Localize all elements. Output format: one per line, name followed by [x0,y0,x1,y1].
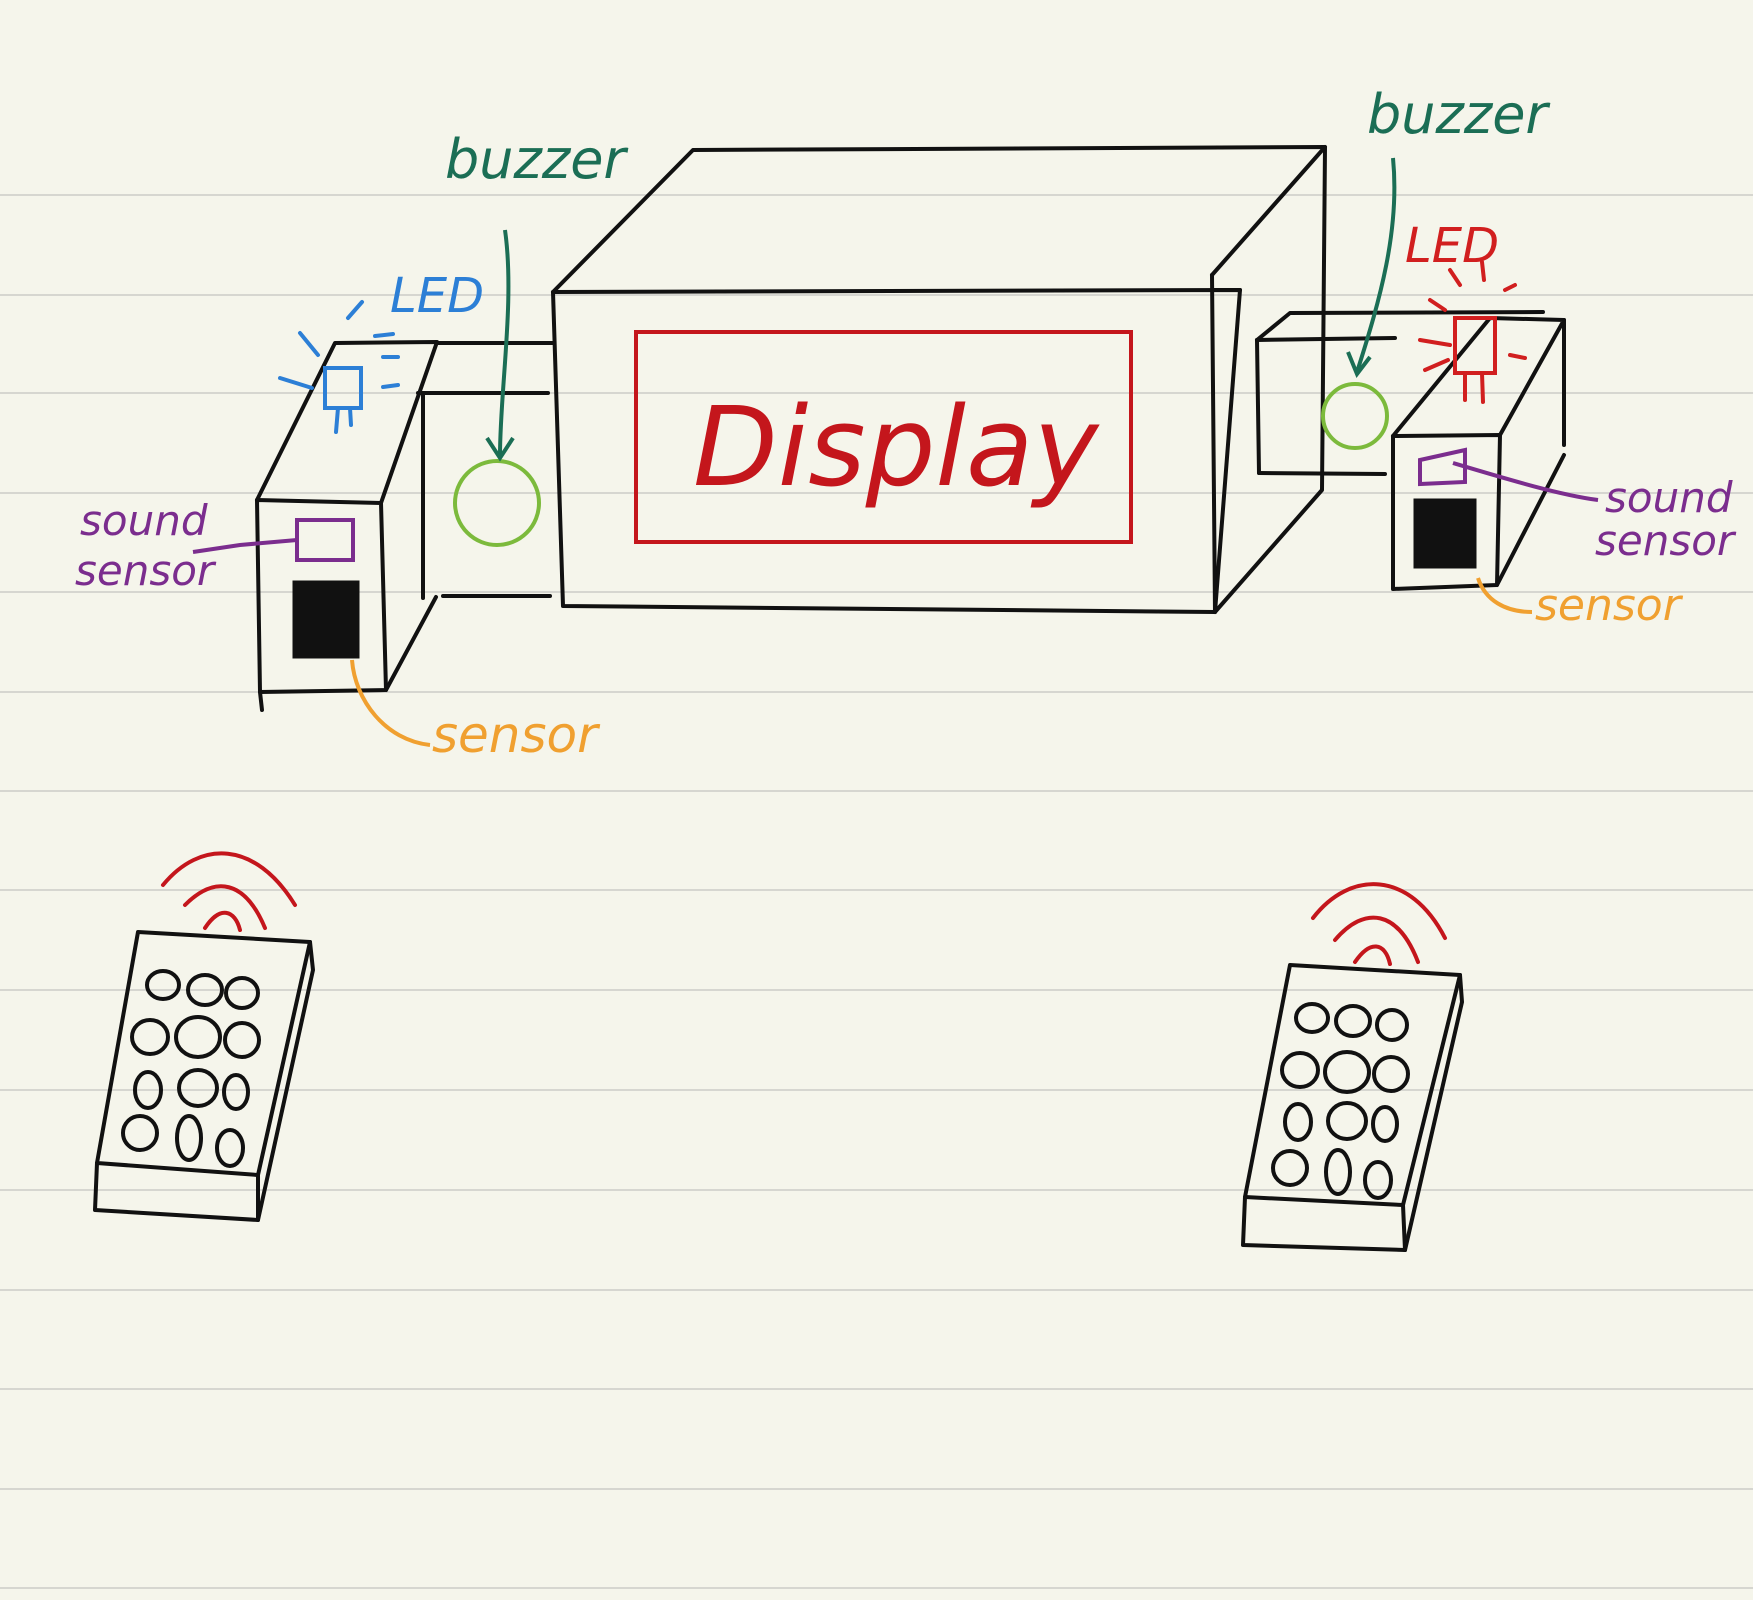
right-remote-control [1241,963,1464,1252]
right-led-label: LED [1405,218,1499,274]
right-sound-sensor-label-line1: sound [1605,473,1733,522]
left-buzzer-icon [453,459,541,547]
right-buzzer-icon [1321,382,1389,450]
left-remote-signal-icon [161,851,297,932]
left-remote-buttons [121,969,261,1168]
left-sound-sensor-icon [295,518,355,562]
right-buzzer-arrowhead [1346,351,1372,378]
right-sound-sensor-label-line2: sensor [1595,516,1737,565]
left-buzzer-arrow [498,229,511,456]
right-buzzer-arrow [1355,157,1397,373]
left-buzzer-arrowhead [485,436,515,462]
left-sensor-label: sensor [432,706,601,764]
right-remote-signal-icon [1311,882,1447,966]
right-sensor-pointer [1476,577,1533,614]
right-sensor-icon [1413,498,1477,569]
left-connector-arm [416,341,555,600]
right-sound-sensor-pointer [1452,461,1599,502]
display-screen [634,330,1133,544]
right-sound-sensor-icon [1418,447,1467,487]
right-remote-buttons [1271,1002,1410,1200]
right-connector-arm [1255,310,1545,476]
main-display-box [551,145,1327,614]
right-sensor-module [1391,316,1566,591]
left-sound-sensor-label-line1: sound [80,496,208,545]
left-remote-control [93,930,315,1222]
right-sensor-label: sensor [1535,580,1684,631]
left-sensor-pointer [350,659,431,747]
right-led-icon [1418,260,1527,404]
left-sound-sensor-label-line2: sensor [75,546,217,595]
left-buzzer-label: buzzer [445,128,628,191]
left-led-icon [278,300,400,434]
left-sound-sensor-pointer [192,538,298,554]
left-led-label: LED [390,268,484,324]
left-sensor-icon [292,580,360,659]
right-buzzer-label: buzzer [1367,83,1550,146]
left-sensor-module [255,340,439,712]
display-label: Display [693,383,1100,511]
